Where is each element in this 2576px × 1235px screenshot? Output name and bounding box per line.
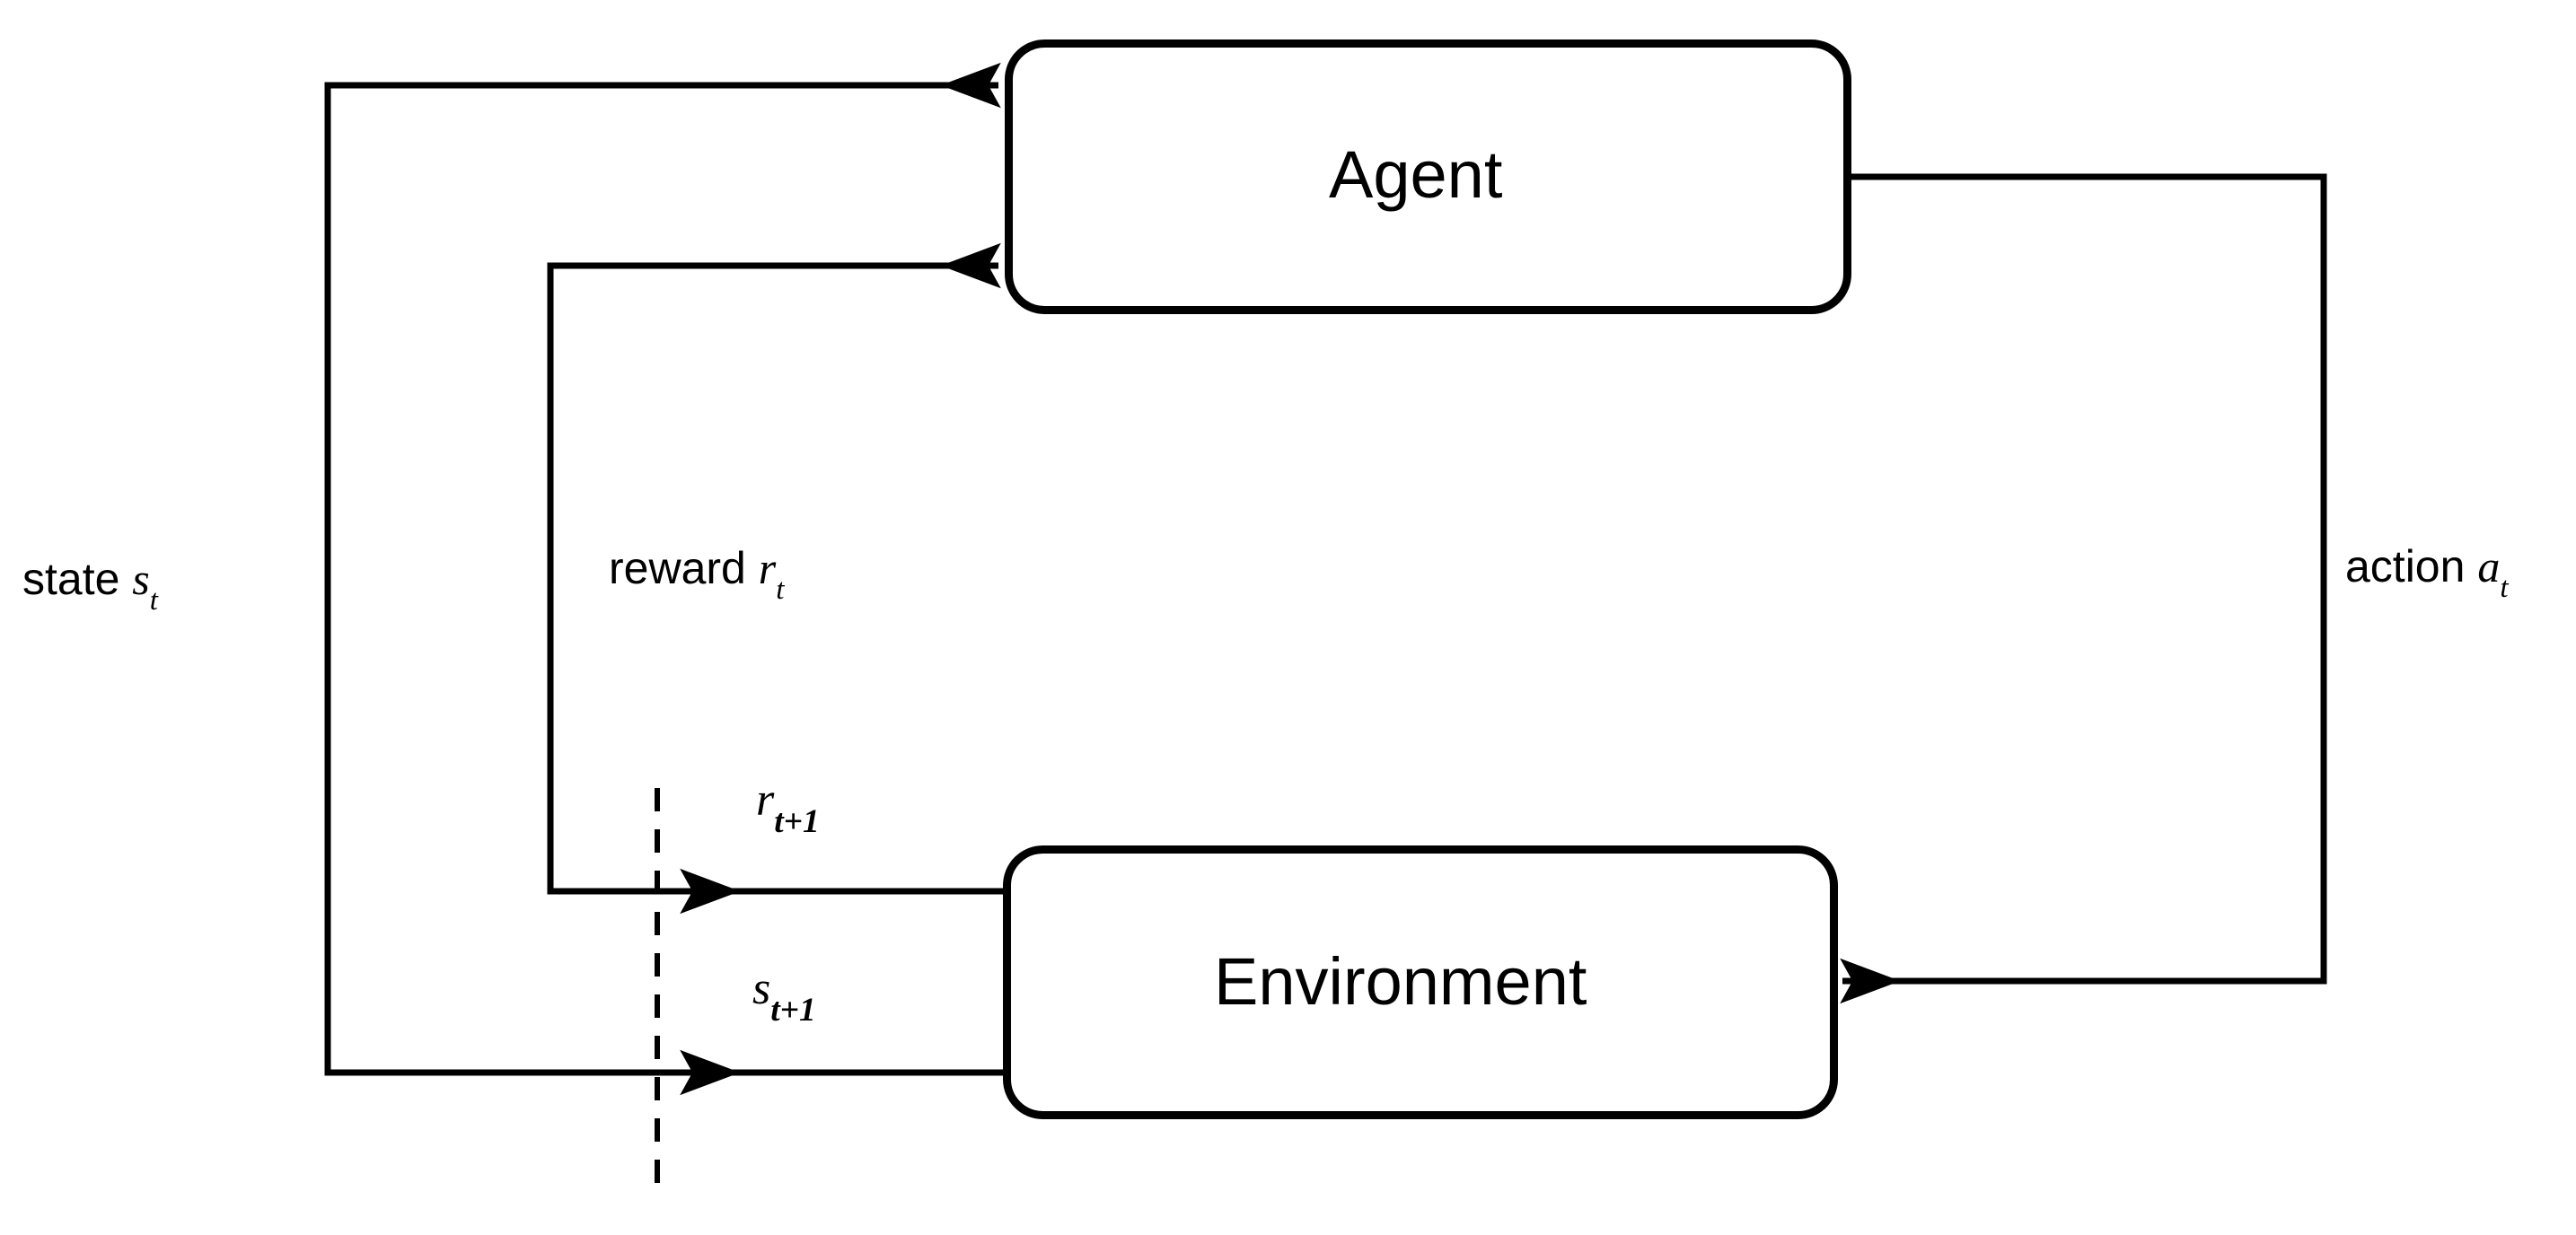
environment-node-box[interactable]	[1003, 845, 1838, 1119]
state-next-edge-label: st+1	[752, 963, 816, 1028]
state-edge-path	[324, 62, 1004, 1076]
agent-node-label: Agent	[1329, 137, 1503, 212]
reward-edge-label: reward rt	[609, 543, 784, 604]
action-edge-symbol: a	[2477, 541, 2501, 591]
state-next-symbol: s	[752, 963, 771, 1014]
action-edge-subscript: t	[2500, 571, 2509, 604]
reward-edge-subscript: t	[776, 573, 785, 606]
state-edge-symbol: s	[132, 554, 150, 604]
reward-edge-symbol: r	[758, 543, 777, 593]
action-edge-label: action at	[2345, 541, 2509, 602]
reward-next-symbol: r	[756, 775, 775, 826]
state-edge-subscript: t	[149, 583, 158, 617]
reward-next-subscript: t+1	[774, 802, 820, 840]
action-edge-path	[1840, 173, 2327, 1004]
reward-next-edge-label: rt+1	[756, 775, 820, 839]
agent-node-box[interactable]	[1005, 39, 1851, 314]
environment-node-label: Environment	[1214, 944, 1587, 1019]
reward-edge-label-text: reward	[609, 543, 759, 593]
state-next-subscript: t+1	[770, 991, 816, 1029]
state-edge-label: state st	[22, 554, 158, 615]
action-edge-label-text: action	[2345, 541, 2478, 591]
state-edge-label-text: state	[22, 554, 133, 604]
